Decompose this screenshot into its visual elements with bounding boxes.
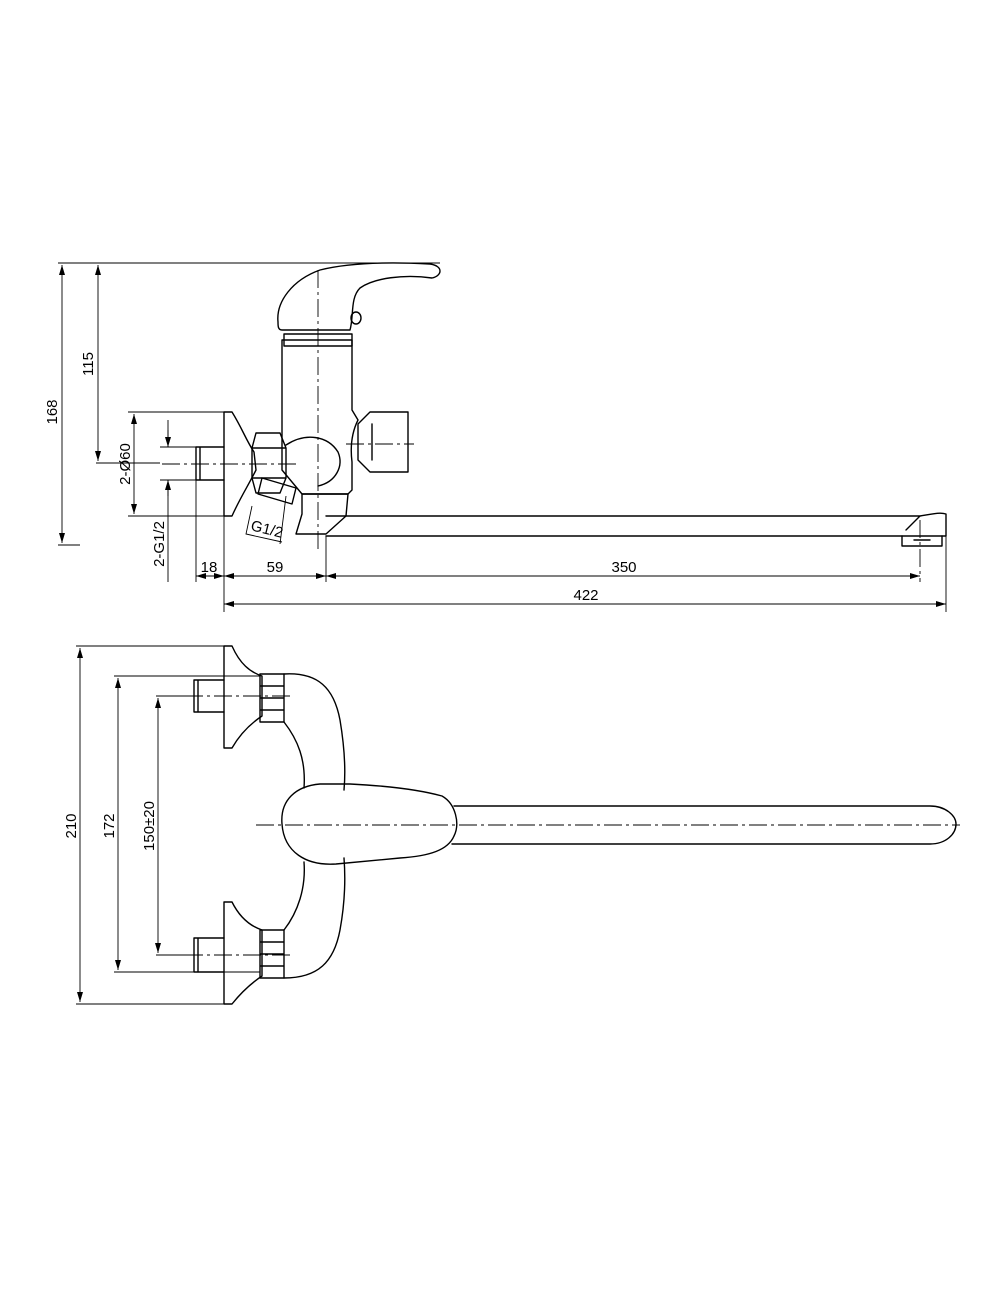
side-lever-handle xyxy=(277,262,441,331)
dim-422: 422 xyxy=(573,587,598,604)
dim-59: 59 xyxy=(267,559,284,576)
top-extension-lines xyxy=(76,645,260,1005)
side-aerator xyxy=(901,535,943,547)
top-lever-handle xyxy=(281,783,458,865)
side-body xyxy=(281,339,359,495)
top-s-arms xyxy=(283,673,346,979)
top-spout xyxy=(451,805,957,845)
dim-2-d60: 2-Ø60 xyxy=(117,443,134,485)
dim-168: 168 xyxy=(44,399,61,424)
side-s-connector xyxy=(257,436,341,505)
side-inlet-stub xyxy=(195,446,225,481)
dim-18: 18 xyxy=(201,559,218,576)
side-spout-joint xyxy=(295,493,349,535)
top-view: 210 172 150±20 xyxy=(63,645,960,1005)
side-extension-lines xyxy=(58,262,947,612)
side-lever-screw xyxy=(350,311,362,325)
dim-350: 350 xyxy=(611,559,636,576)
top-upper-inlet xyxy=(193,679,225,713)
dim-172: 172 xyxy=(101,813,118,838)
dim-2-g12: 2-G1/2 xyxy=(151,521,168,567)
top-upper-nut xyxy=(259,673,285,723)
dim-115: 115 xyxy=(80,352,97,376)
dim-150-20: 150±20 xyxy=(141,801,158,851)
side-body-top-ring xyxy=(283,333,353,347)
side-view: 168 115 2-Ø60 2-G1/2 G1/2 18 59 350 422 xyxy=(44,262,947,612)
side-diverter-knob xyxy=(357,411,409,473)
top-upper-flange xyxy=(223,645,263,749)
dim-g12-nut: G1/2 xyxy=(249,517,285,541)
dim-leader-g12-nut xyxy=(245,495,287,545)
dim-210: 210 xyxy=(63,813,80,838)
side-spout xyxy=(325,512,947,537)
top-lower-flange xyxy=(223,901,263,1005)
top-lower-nut xyxy=(259,929,285,979)
